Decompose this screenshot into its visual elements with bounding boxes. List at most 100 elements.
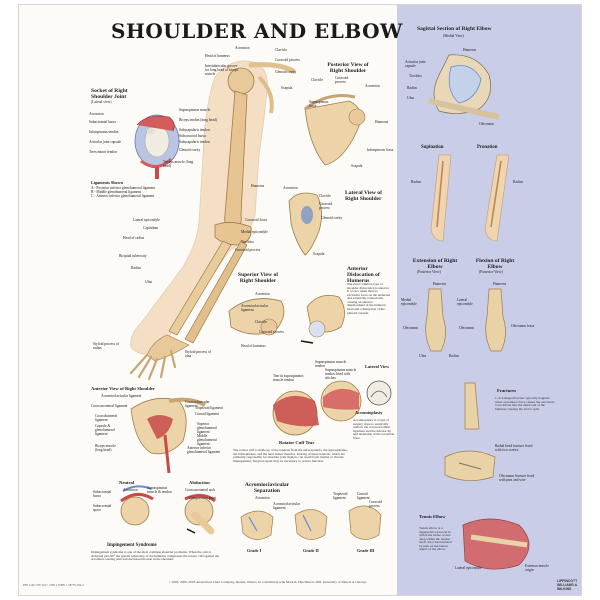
arm-label: Trochlea [241,240,254,244]
posterior-label: Scapula [351,164,363,168]
arm-label: Scapula [281,86,293,90]
acromioplasty-heading: Acromioplasty [355,410,383,415]
radius-label: Radius [513,180,523,184]
lateral-view-label: Lateral View [365,364,390,369]
posterior-heading: Posterior View of Right Shoulder [327,62,369,74]
lateral-label: Scapula [313,252,325,256]
anterior-label: Trapezoid ligament [195,406,223,410]
arm-label: Lateral epicondyle [133,218,160,222]
posterior-label: Acromion [365,84,380,88]
elbow-label: Olecranon fossa [511,324,535,328]
posterior-label: Infraspinous fossa [367,148,394,152]
rotator-tear-text: The rotator cuff is made up of the tendo… [233,448,348,463]
arm-label: Coracoid process [275,58,300,62]
ac-sep-label: Acromion [255,496,270,500]
elbow-label: Medial epicondyle [401,298,417,306]
anterior-heading: Anterior View of Right Shoulder [91,386,155,391]
socket-heading: Socket of Right Shoulder Joint [91,88,128,100]
socket-label: Glenoid cavity [179,148,201,152]
rotator-label: Supraspinatus muscle tendon fixed with s… [325,368,357,380]
arm-label: Radius [131,266,141,270]
sagittal-label: Olecranon [479,122,494,126]
arm-label: Glenoid cavity [275,70,297,74]
socket-label: Triceps muscle (long head) [163,160,194,168]
lateral-label: Acromion [283,186,298,190]
anterior-label: Anterior inferior glenohumeral ligament [187,446,221,454]
impingement-heading: Impingement Syndrome [107,543,157,548]
grade-label: Grade II [303,548,319,553]
arm-label: Intertubercular groove for long head of … [205,64,239,76]
sagittal-label: Radius [407,86,417,90]
socket-label: Subcoracoid bursa [179,134,206,138]
acromioplasty-text: Acromioplasty is a type of surgery done … [353,418,395,440]
elbow-label: Lateral epicondyle [457,298,473,306]
rotator-label: Supraspinatus muscle tendon [315,360,347,368]
arm-label: Capitulum [143,226,159,230]
ac-sep-label: Conoid ligament [357,492,370,500]
arm-label: Head of radius [123,236,145,240]
sagittal-label: Humerus [463,48,477,52]
arm-label: Acromion [235,46,250,50]
rotator-tear-heading: Rotator Cuff Tear [279,440,315,445]
ac-separation [240,505,382,540]
grade-label: Grade III [357,548,375,553]
superior-heading: Superior View of Right Shoulder [237,272,279,284]
elbow-extension-flexion [425,288,506,352]
publisher-logo: LIPPINCOTT WILLIAMS & WILKINS [557,579,578,591]
fracture-label: Radial head fracture fixed with two scre… [495,444,533,452]
arm-label: Head of humerus [205,54,230,58]
extension-sub: (Posterior View) [417,270,441,274]
sagittal-heading: Sagittal Section of Right Elbow [417,26,492,32]
superior-label: Coracoid process [259,330,284,334]
ac-sep-label: Trapezoid ligament [333,492,348,500]
rotator-cuff [272,380,392,436]
neutral-label: Acromion [123,488,138,492]
neutral-label: Supraspinatus muscle & tendon [147,486,172,494]
lateral-heading: Lateral View of Right Shoulder [345,190,382,202]
anterior-label: Coracoclavicular ligament [185,400,210,408]
fractures-text: 1. A T-shaped fracture typically happens… [495,396,555,411]
anterior-label: Coracoacromial ligament [91,404,128,408]
ligament-item: A - Posterior inferior glenohumeral liga… [91,186,156,190]
pronation-label: Pronation [477,145,498,150]
lateral-label: Clavicle [319,194,331,198]
illustrations [120,54,530,570]
fracture-views [444,382,496,481]
posterior-label: Supraspinous fossa [309,100,329,108]
fractures-heading: Fractures [497,388,517,393]
sagittal-label: Trochlea [409,74,422,78]
poster-title: SHOULDER AND ELBOW [111,19,404,43]
ligament-item: B - Middle glenohumeral ligament [91,190,141,194]
flexion-sub: (Posterior View) [479,270,503,274]
tennis-heading: Tennis Elbow [419,514,446,519]
extension-heading: Extension of Right Elbow [412,258,458,270]
socket-label: Subscapularis tendon [179,140,210,144]
superior-label: Head of humerus [241,344,266,348]
elbow-label: Humerus [433,282,447,286]
scapula-posterior [304,94,366,166]
arm-label: Coronoid fossa [245,218,267,222]
elbow-label: Ulna [419,354,426,358]
anterior-shoulder [130,397,206,474]
supination-label: Supination [421,145,444,150]
ac-sep-label: Coracoid process [369,500,383,508]
socket-label: Biceps tendon (long head) [179,118,217,122]
arm-label: Styloid process of radius [93,342,119,350]
superior-label: Acromion [255,292,270,296]
elbow-label: Humerus [493,282,507,286]
copyright-footer: ©1993, 2000, 2003 Anatomical Chart Compa… [169,580,367,584]
arm-label: Clavicle [275,48,287,52]
anatomy-poster: SHOULDER AND ELBOW Socket of Right Shoul… [18,4,582,596]
anterior-label: Acromioclavicular ligament [101,394,142,398]
arm-label: Ulna [145,280,152,284]
anterior-label: Conoid ligament [195,412,220,416]
arm-label: Medial epicondyle [241,230,268,234]
tennis-text: Tennis elbow is a degenerative process i… [419,526,452,552]
anterior-label: Coracohumeral ligament [95,414,118,422]
lateral-label: Glenoid cavity [321,216,343,220]
tennis-label: Lateral epicondyle [455,566,482,570]
tennis-elbow [462,518,530,570]
rotator-label: Tear in supraspinatus muscle tendon [273,374,304,382]
abduction-label: Compression point [189,496,217,500]
arm-illustration [129,60,296,381]
